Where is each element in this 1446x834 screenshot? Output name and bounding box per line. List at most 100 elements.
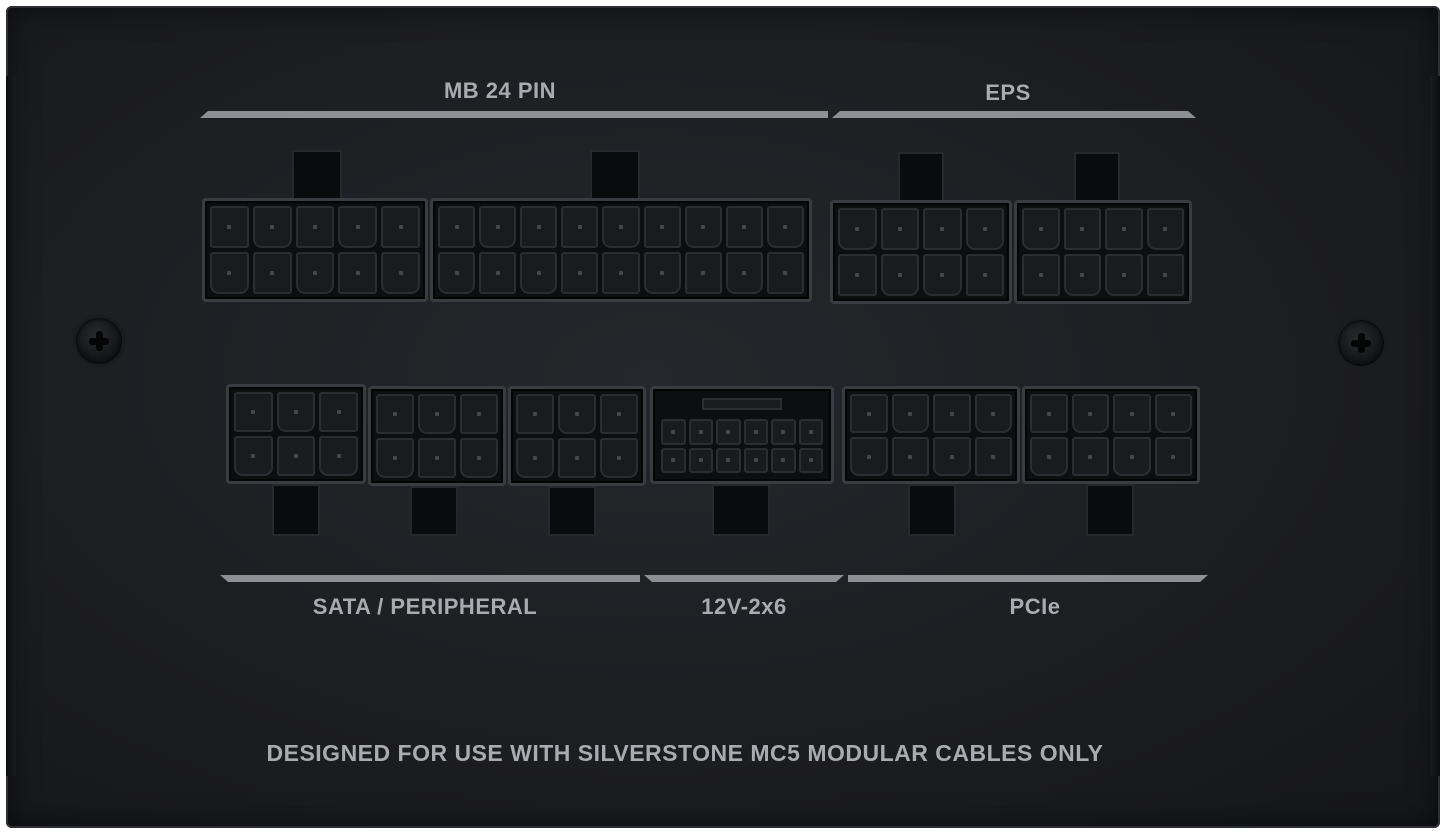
pin (210, 206, 249, 248)
pin (771, 447, 796, 473)
sata-latch-3 (548, 486, 596, 536)
eps-latch-a (898, 152, 944, 202)
pin (234, 392, 273, 432)
pin (338, 252, 378, 294)
pin (516, 438, 554, 478)
pin (1022, 254, 1060, 296)
panel-edge-left (6, 76, 16, 776)
pcie-latch-2 (1086, 484, 1134, 536)
pin (252, 206, 292, 248)
sata-latch-2 (410, 486, 458, 536)
footer-notice: DESIGNED FOR USE WITH SILVERSTONE MC5 MO… (266, 740, 1104, 766)
pin (974, 394, 1012, 433)
screw-left-icon (76, 318, 122, 364)
pin (661, 447, 686, 473)
pin (798, 419, 823, 445)
pin (771, 419, 796, 445)
eps-label: EPS (985, 80, 1031, 105)
12v-2x6-connector[interactable] (650, 386, 834, 484)
pin (520, 206, 558, 248)
pin (516, 394, 554, 434)
pin (725, 206, 763, 248)
pin (965, 254, 1004, 296)
pin (381, 206, 420, 248)
pin (923, 208, 962, 250)
pin (1063, 254, 1101, 296)
sata-connector-2[interactable] (368, 386, 506, 486)
pin (376, 438, 414, 478)
12v-2x6-label: 12V-2x6 (701, 594, 787, 619)
pin (558, 438, 596, 478)
pin (338, 206, 378, 248)
pin (1022, 208, 1060, 250)
pin (661, 419, 686, 445)
pin (838, 208, 877, 250)
pin (891, 394, 929, 433)
pin (295, 206, 335, 248)
pin (688, 419, 713, 445)
pin (891, 437, 929, 476)
pin (1105, 254, 1143, 296)
pin (798, 447, 823, 473)
sata-connector-1[interactable] (226, 384, 366, 484)
pin (1113, 394, 1151, 433)
pin (933, 394, 971, 433)
pin (850, 437, 888, 476)
pin (319, 392, 358, 432)
pin (965, 208, 1004, 250)
pcie-label: PCIe (1009, 594, 1061, 619)
pin (1154, 437, 1192, 476)
pin (880, 208, 919, 250)
pin (684, 252, 722, 294)
pin (295, 252, 335, 294)
pin (716, 419, 741, 445)
sata-latch-1 (272, 484, 320, 536)
pin (418, 394, 456, 434)
12v-latch (712, 484, 770, 536)
eps-bar (832, 111, 1196, 118)
pin (252, 252, 292, 294)
sata-connector-3[interactable] (508, 386, 646, 486)
pin (418, 438, 456, 478)
pin (276, 392, 316, 432)
pin (479, 206, 517, 248)
pin (381, 252, 420, 294)
mb24-latch-a (292, 150, 342, 202)
12v-2x6-sense-pins (702, 398, 782, 410)
pin (460, 394, 498, 434)
pcie-connector-1[interactable] (842, 386, 1020, 484)
pin (766, 252, 804, 294)
eps-connector-2[interactable] (1014, 200, 1192, 304)
pcie-bar (848, 575, 1208, 582)
pin (376, 394, 414, 434)
pin (438, 252, 476, 294)
pin (558, 394, 596, 434)
eps-connector-1[interactable] (830, 200, 1012, 304)
pin (1146, 254, 1184, 296)
pin (1030, 394, 1068, 433)
sata-label: SATA / PERIPHERAL (312, 594, 538, 619)
pin (688, 447, 713, 473)
pcie-latch-1 (908, 484, 956, 536)
mb24-connector-18pin[interactable] (430, 198, 812, 302)
pin (438, 206, 476, 248)
pin (602, 252, 640, 294)
pin (520, 252, 558, 294)
pin (1146, 208, 1184, 250)
mb24-connector-10pin[interactable] (202, 198, 428, 302)
pcie-connector-2[interactable] (1022, 386, 1200, 484)
pin (850, 394, 888, 433)
pin (561, 206, 599, 248)
pin (1030, 437, 1068, 476)
pin (684, 206, 722, 248)
pin (1113, 437, 1151, 476)
pin (1063, 208, 1101, 250)
pin (1071, 437, 1109, 476)
pin (766, 206, 804, 248)
12v-bar (644, 575, 844, 582)
pin (561, 252, 599, 294)
pin (602, 206, 640, 248)
pin (743, 447, 768, 473)
pin (276, 436, 316, 476)
pin (838, 254, 877, 296)
